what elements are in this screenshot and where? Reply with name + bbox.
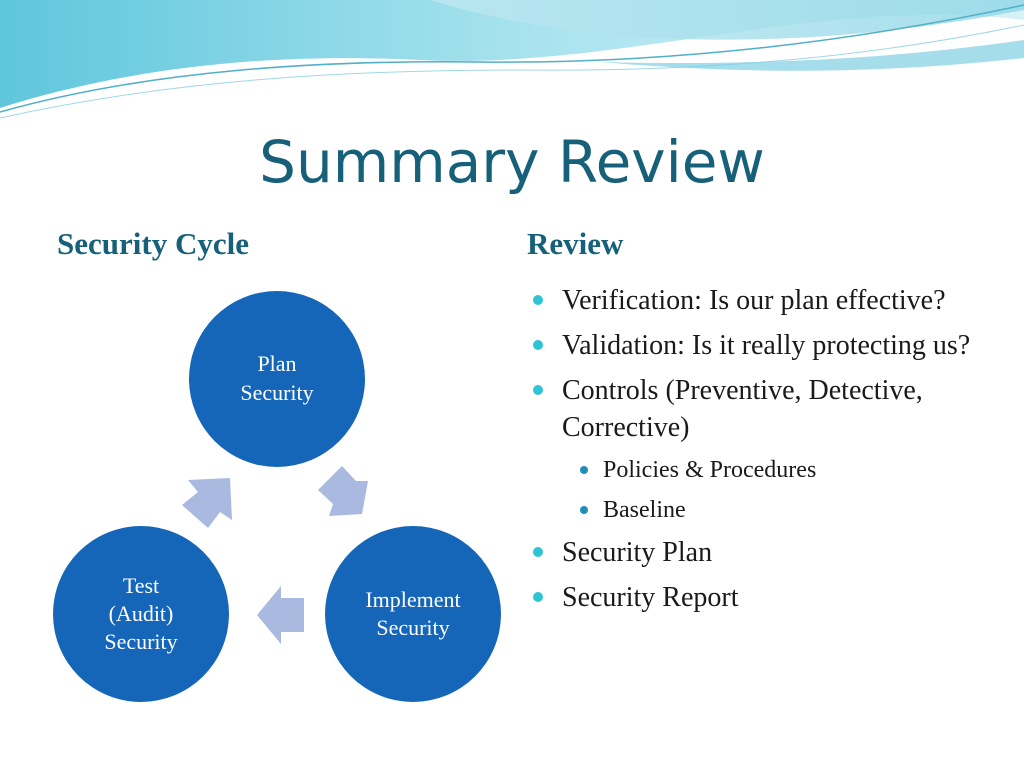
bullet-item: Security Report: [527, 579, 1007, 616]
bullet-item: Verification: Is our plan effective?: [527, 282, 1007, 319]
node-plan-security: Plan Security: [189, 291, 365, 467]
node-implement-label-2: Security: [376, 615, 449, 640]
node-test-label-2: (Audit): [109, 601, 174, 626]
sub-bullet-item: Policies & Procedures: [527, 454, 1007, 486]
bullet-item: Validation: Is it really protecting us?: [527, 327, 1007, 364]
node-implement-label-1: Implement: [365, 587, 460, 612]
bullet-item: Security Plan: [527, 534, 1007, 571]
security-cycle-heading: Security Cycle: [57, 226, 249, 261]
review-heading: Review: [527, 226, 624, 261]
arrow-plan-to-implement: [318, 466, 368, 516]
node-plan-label-2: Security: [240, 380, 313, 405]
node-test-audit-security: Test (Audit) Security: [53, 526, 229, 702]
node-test-label-3: Security: [104, 629, 177, 654]
bullet-item: Controls (Preventive, Detective, Correct…: [527, 372, 1007, 446]
header-wave-decoration: [0, 0, 1024, 119]
node-implement-security: Implement Security: [325, 526, 501, 702]
slide-title: Summary Review: [259, 128, 765, 196]
arrow-test-to-plan: [182, 478, 232, 528]
node-test-label-1: Test: [123, 573, 159, 598]
review-bullet-list: Verification: Is our plan effective? Val…: [527, 282, 1007, 624]
sub-bullet-item: Baseline: [527, 494, 1007, 526]
node-plan-label-1: Plan: [257, 351, 296, 376]
arrow-implement-to-test: [257, 586, 304, 644]
